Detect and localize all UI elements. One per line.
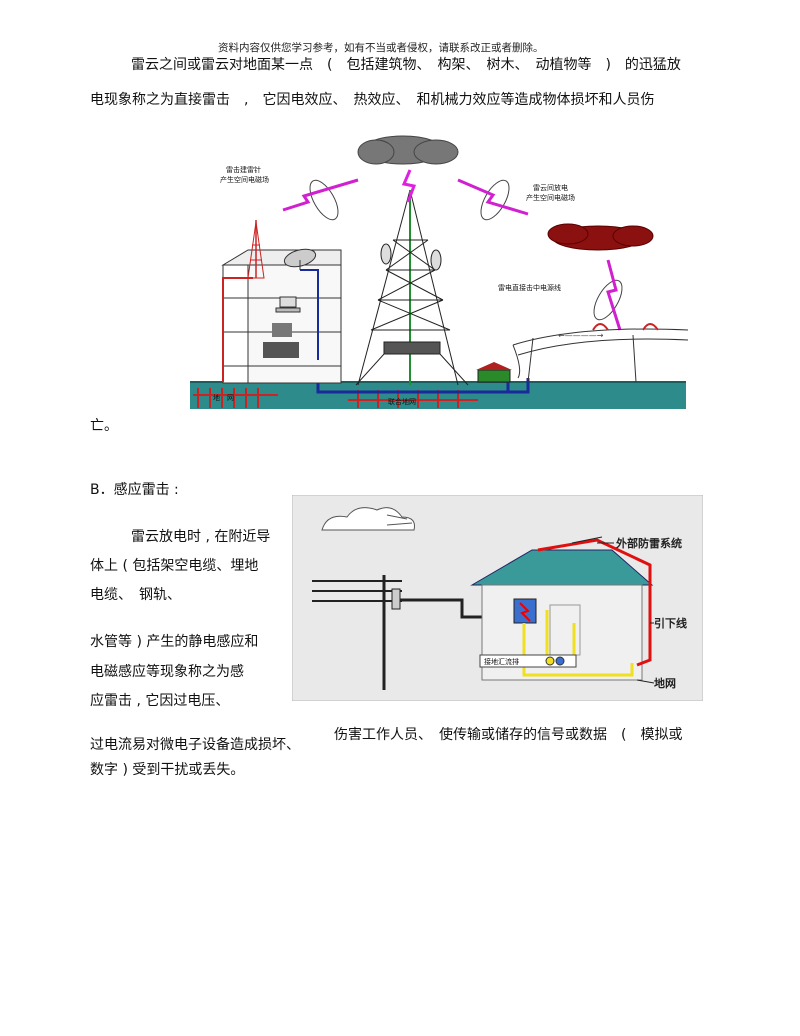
equipment-house [476,362,512,383]
header-note: 资料内容仅供您学习参考，如有不当或者侵权，请联系改正或者删除。 [218,42,544,54]
utility-pole [312,575,517,690]
svg-text:←————→: ←————→ [558,331,604,340]
section-b-last: 数字 ) 受到干扰或丢失。 [90,762,245,778]
red-protection-line [537,538,652,667]
red-cloud [547,223,654,251]
section-b-line6: 应雷击 , 它因过电压、 [90,693,230,709]
em-field-right [457,178,529,221]
busbar-label: 接地汇流排 [484,657,519,666]
section-b-cont-right: 伤害工作人员、 使传输或储存的信号或数据 ( 模拟或 [334,727,683,743]
label-line: 雷电直接击中电源线 [498,283,561,292]
storm-cloud [357,135,459,165]
induced-lightning-figure: 接地汇流排 外部防雷系统 引下线 地网 [292,495,703,701]
direct-lightning-figure: 地 网 联合地网 [190,135,688,409]
section-b-line1: 雷云放电时 , 在附近导 [131,529,271,545]
power-line [512,323,688,383]
section-b-line3: 电缆、 钢轨、 [90,587,181,603]
label-down-lead: 引下线 [654,616,687,630]
label-tower-1: 雷击建雷针 [226,165,261,174]
label-cloud-1: 雷云间放电 [533,183,568,192]
section-b-line4: 水管等 ) 产生的静电感应和 [90,634,259,650]
section-b-cont-left: 过电流易对微电子设备造成损坏、 [90,737,300,753]
label-ground-grid: 地网 [654,676,676,690]
em-field-line [593,259,623,331]
para1-line3: 亡。 [90,418,118,434]
ground-label-2: 联合地网 [388,397,416,406]
yellow-ground-lines [522,610,634,677]
para1-line1: 雷云之间或雷云对地面某一点 ( 包括建筑物、 构架、 树木、 动植物等 ) 的迅… [131,57,681,73]
para1-line2: 电现象称之为直接雷击 , 它因电效应、 热效应、 和机械力效应等造成物体损坏和人… [90,92,655,108]
section-b-line2: 体上 ( 包括架空电缆、埋地 [90,558,259,574]
em-field-left [282,178,359,221]
ground-label-1: 地 网 [213,393,234,402]
label-external-protection: 外部防雷系统 [615,536,682,550]
lightning-tower [355,189,469,386]
building [221,220,342,384]
section-b-line5: 电磁感应等现象称之为感 [90,664,244,680]
label-tower-2: 产生空间电磁场 [220,175,269,184]
label-cloud-2: 产生空间电磁场 [526,193,575,202]
section-b-title: B．感应雷击 : [90,482,179,498]
